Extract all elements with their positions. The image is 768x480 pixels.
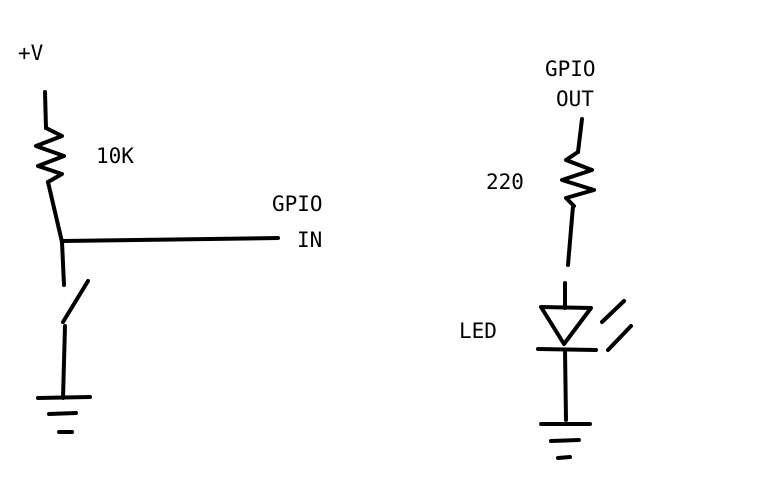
led-label: LED [459,319,497,343]
series-resistor-label: 220 [486,170,524,194]
gpio-in-label-line1: GPIO [272,192,323,216]
gpio-in-label-line2: IN [297,228,322,252]
led-diode-triangle [539,305,593,346]
input-circuit: +V 10K GPIO IN [18,41,323,434]
led-emission-arrow-1 [600,299,626,324]
led-diode-bar [536,347,598,352]
supply-wire [43,90,48,130]
led-emission-arrow-2 [606,324,633,352]
supply-label: +V [18,41,44,65]
gpio-in-wire [60,236,280,243]
pullup-resistor-label: 10K [96,144,134,168]
output-circuit: GPIO OUT 220 LED [459,57,633,460]
pullup-resistor-10k [34,126,66,184]
node-wire [46,180,66,287]
switch-ground-wire [61,324,67,400]
gpio-out-label-line2: OUT [556,87,594,111]
ground-symbol-right [539,422,592,460]
gpio-out-wire [576,117,584,154]
series-resistor-220 [560,150,596,208]
led-ground-wire [563,348,568,422]
gpio-out-label-line1: GPIO [545,57,596,81]
ground-symbol-left [36,395,92,434]
resistor-led-wire [566,204,575,267]
switch-lever [61,279,90,324]
